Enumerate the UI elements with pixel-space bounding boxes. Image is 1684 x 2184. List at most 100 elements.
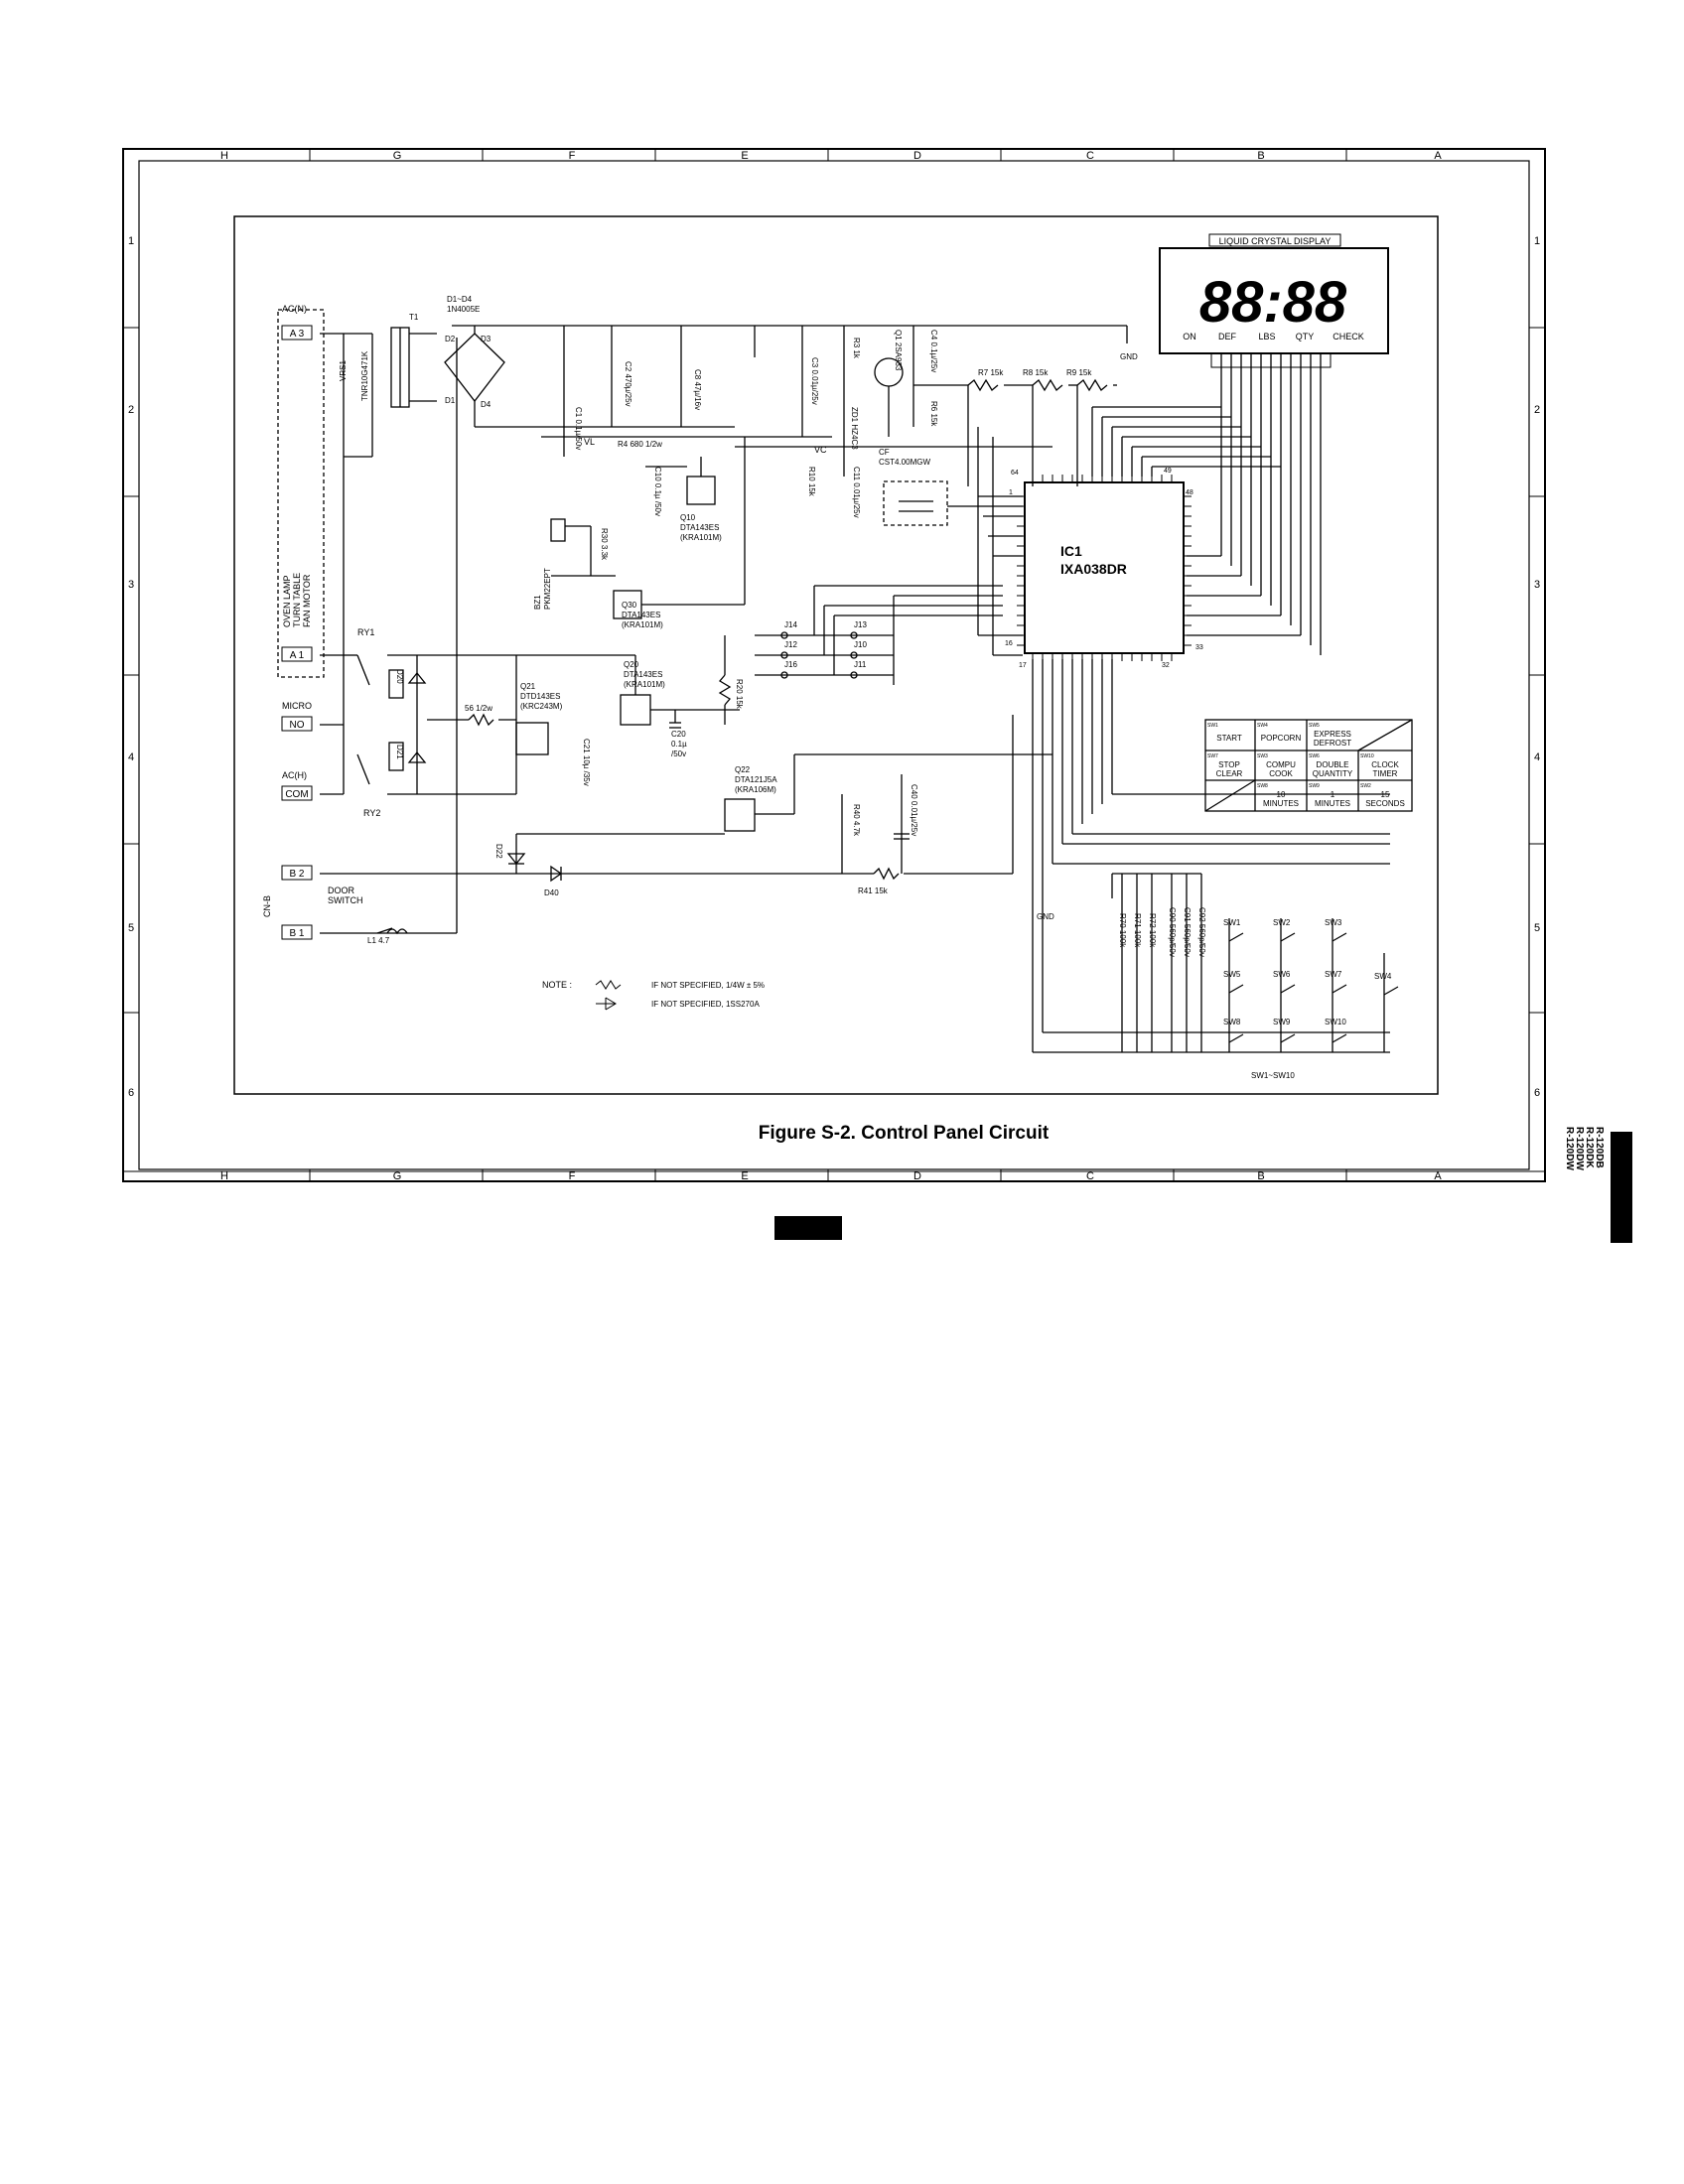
keypad-key-minutes: MINUTES — [1263, 799, 1299, 808]
lcd-digits: 88:88 — [1199, 270, 1347, 335]
keypad-sw: SW8 — [1257, 783, 1268, 789]
drawing-border — [122, 148, 1546, 1182]
r8-label: R8 15k — [1023, 368, 1049, 377]
keypad-sw: SW3 — [1257, 753, 1268, 759]
c2-label: C2 470µ/25v — [624, 361, 632, 407]
switch-label: SW6 — [1273, 970, 1291, 979]
border-number: 6 — [1534, 1087, 1540, 1099]
keypad-sw: SW10 — [1360, 753, 1374, 759]
keypad-sw: SW7 — [1207, 753, 1218, 759]
bz-label: BZ1 — [533, 595, 542, 610]
d1-label: D1 — [445, 396, 456, 405]
keypad-key-compu: COMPU — [1266, 760, 1296, 769]
r40-label: R40 4.7k — [852, 804, 861, 837]
r6-label: R6 15k — [929, 401, 938, 427]
connector-a1: A 1 — [290, 650, 305, 661]
lcd-indicator-check: CHECK — [1333, 332, 1364, 341]
border-letter: C — [1086, 1170, 1094, 1182]
q30-alt: (KRA101M) — [622, 620, 663, 629]
c3-label: C3 0.01µ/25v — [810, 357, 819, 405]
q21-part: DTD143ES — [520, 692, 560, 701]
q20-part: DTA143ES — [624, 670, 662, 679]
border-letter: C — [1086, 150, 1094, 162]
vl-label: VL — [584, 437, 595, 447]
ic1-pin-49: 49 — [1164, 468, 1172, 475]
switch-label: SW5 — [1223, 970, 1241, 979]
switch-label: SW2 — [1273, 918, 1291, 927]
q20-alt: (KRA101M) — [624, 680, 665, 689]
q10-part: DTA143ES — [680, 523, 719, 532]
gnd-bottom-label: GND — [1037, 912, 1054, 921]
vc-label: VC — [814, 445, 827, 455]
connector-labels: AC(N) A 3 A 1 MICRO NO AC(H) COM B 2 B 1… — [262, 304, 363, 940]
d3-label: D3 — [481, 335, 491, 343]
ic1-package — [1017, 475, 1192, 661]
ac-n-label: AC(N) — [282, 304, 307, 314]
ic1-ref: IC1 — [1060, 543, 1082, 559]
switch-contacts — [1228, 932, 1399, 1043]
cf-label: CF — [879, 448, 890, 457]
note-title: NOTE : — [542, 980, 572, 990]
border-letter: A — [1434, 1170, 1442, 1182]
model-label: R-120DW — [1564, 1127, 1575, 1170]
ac-h-label: AC(H) — [282, 770, 307, 780]
q22-label: Q22 — [735, 765, 751, 774]
keypad-key-minutes: MINUTES — [1315, 799, 1350, 808]
switch-label: SW10 — [1325, 1018, 1346, 1026]
c40-label: C40 0.01µ/25v — [910, 784, 918, 836]
lcd-title: LIQUID CRYSTAL DISPLAY — [1219, 236, 1332, 246]
connector-no: NO — [290, 720, 305, 731]
tnr-label: TNR10G471K — [360, 350, 369, 401]
connector-b2: B 2 — [289, 869, 304, 880]
switch-label: SW4 — [1374, 972, 1392, 981]
keypad-key-cook: COOK — [1269, 769, 1293, 778]
q30-label: Q30 — [622, 601, 637, 610]
border-letter: D — [913, 150, 921, 162]
t1-label: T1 — [409, 313, 419, 322]
load-label: OVEN LAMP — [282, 575, 292, 627]
border-number: 1 — [128, 235, 134, 247]
ry2-label: RY2 — [363, 808, 380, 818]
lcd-indicator-lbs: LBS — [1258, 332, 1275, 341]
note-line: IF NOT SPECIFIED, 1SS270A — [651, 1000, 760, 1009]
c20-label: C20 — [671, 730, 686, 739]
j12-label: J12 — [784, 640, 797, 649]
border-number: 2 — [1534, 404, 1540, 416]
connector-b1: B 1 — [289, 928, 304, 939]
keypad-key-seconds: SECONDS — [1365, 799, 1405, 808]
d20-label: D20 — [395, 669, 404, 684]
q10-alt: (KRA101M) — [680, 533, 722, 542]
note: NOTE : IF NOT SPECIFIED, 1/4W ± 5% IF NO… — [542, 980, 765, 1011]
door-switch-label: SWITCH — [328, 895, 363, 905]
keypad-layout — [1204, 719, 1413, 812]
border-letter: B — [1257, 150, 1264, 162]
model-label: R-120DB — [1594, 1127, 1605, 1168]
border-letter: H — [220, 150, 228, 162]
side-model-list: R-120DB R-120DK R-120DW R-120DW — [1564, 1127, 1609, 1216]
lcd-indicator-def: DEF — [1218, 332, 1237, 341]
cst-label: CST4.00MGW — [879, 458, 930, 467]
r30-label: R30 3.3k — [600, 528, 609, 561]
ic1-pin-17: 17 — [1019, 662, 1027, 669]
l1-label: L1 4.7 — [367, 936, 390, 945]
c4-label: C4 0.1µ/25v — [929, 330, 938, 372]
keypad-key-defrost: DEFROST — [1314, 739, 1351, 748]
j11-label: J11 — [854, 660, 867, 669]
load-label: FAN MOTOR — [302, 574, 312, 627]
ic1-part: IXA038DR — [1060, 561, 1127, 577]
j16-label: J16 — [784, 660, 797, 669]
keypad-key-quantity: QUANTITY — [1313, 769, 1353, 778]
zd1-label: ZD1 HZ4C3 — [850, 407, 859, 450]
keypad-key-clear: CLEAR — [1216, 769, 1243, 778]
border-letter: F — [569, 150, 576, 162]
ic1-pin-32: 32 — [1162, 662, 1170, 669]
c11-label: C11 0.01µ/25v — [852, 467, 861, 518]
border-letter: H — [220, 1170, 228, 1182]
r7-label: R7 15k — [978, 368, 1004, 377]
switch-label: SW3 — [1325, 918, 1342, 927]
border-letter: E — [741, 1170, 748, 1182]
border-letter: D — [913, 1170, 921, 1182]
border-letter: B — [1257, 1170, 1264, 1182]
border-number: 2 — [128, 404, 134, 416]
